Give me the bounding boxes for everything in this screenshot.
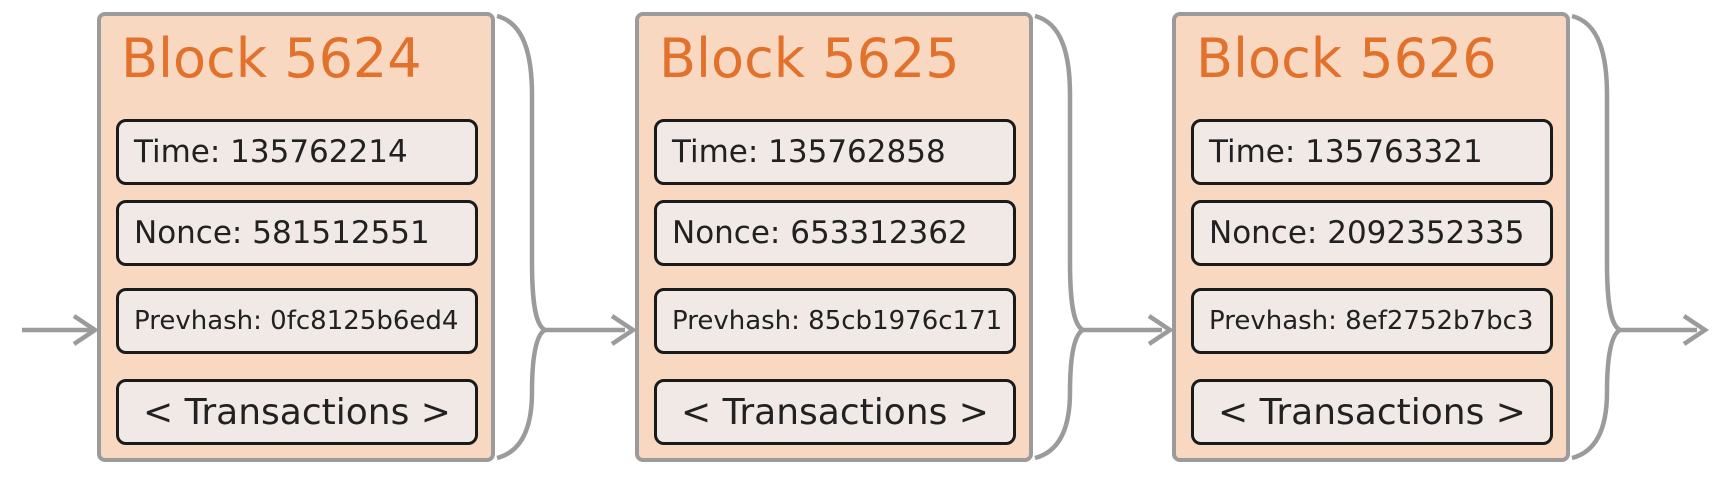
block-card-5625: Block 5625 Time: 135762858 Nonce: 653312… [635,12,1033,462]
incoming-arrow-icon [22,314,100,346]
nonce-field: Nonce: 653312362 [654,200,1016,266]
prevhash-field: Prevhash: 0fc8125b6ed4 [116,288,478,354]
time-field: Time: 135763321 [1191,119,1553,185]
transactions-field: < Transactions > [116,379,478,445]
block-title: Block 5624 [121,27,422,90]
chain-link-arrow-1 [496,13,638,461]
time-field: Time: 135762858 [654,119,1016,185]
prevhash-field: Prevhash: 8ef2752b7bc3 [1191,288,1553,354]
nonce-field: Nonce: 2092352335 [1191,200,1553,266]
outgoing-arrow-icon [1571,13,1710,461]
block-card-5626: Block 5626 Time: 135763321 Nonce: 209235… [1172,12,1570,462]
prevhash-field: Prevhash: 85cb1976c171 [654,288,1016,354]
nonce-field: Nonce: 581512551 [116,200,478,266]
block-title: Block 5626 [1196,27,1497,90]
block-title: Block 5625 [659,27,960,90]
transactions-field: < Transactions > [1191,379,1553,445]
time-field: Time: 135762214 [116,119,478,185]
transactions-field: < Transactions > [654,379,1016,445]
block-card-5624: Block 5624 Time: 135762214 Nonce: 581512… [97,12,495,462]
chain-link-arrow-2 [1034,13,1175,461]
